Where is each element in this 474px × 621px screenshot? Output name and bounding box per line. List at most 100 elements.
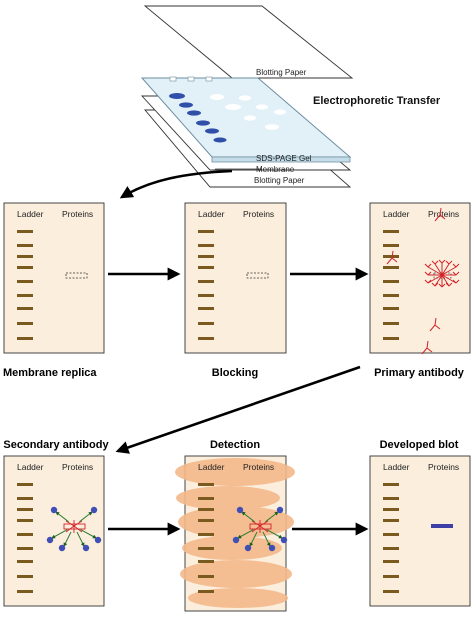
ladder-band <box>17 519 33 522</box>
ladder-band <box>198 547 214 550</box>
ladder-band <box>198 255 214 258</box>
enzyme-dot <box>90 506 98 514</box>
ladder-band <box>198 560 214 563</box>
panel-caption: Blocking <box>212 367 258 379</box>
primary-antibodies <box>251 520 269 533</box>
transfer-title: Electrophoretic Transfer <box>313 95 441 107</box>
membrane-panel <box>369 455 471 607</box>
ladder-header: Ladder <box>17 462 44 472</box>
membrane-label: Membrane <box>256 165 295 174</box>
proteins-header: Proteins <box>62 462 93 472</box>
arrow-transfer-to-replica <box>119 169 233 199</box>
ladder-band <box>198 307 214 310</box>
ladder-band <box>383 590 399 593</box>
enzyme-conjugates <box>46 506 102 552</box>
ladder-band <box>17 266 33 269</box>
ladder-band <box>198 244 214 247</box>
panel-caption: Developed blot <box>380 439 459 451</box>
ladder-band <box>17 547 33 550</box>
ladder-band <box>198 266 214 269</box>
panel-caption: Detection <box>210 439 260 451</box>
protein-band <box>249 523 272 530</box>
ladder-band <box>17 560 33 563</box>
ladder-bands <box>383 230 399 340</box>
ladder-band <box>17 497 33 500</box>
enzyme-conjugates <box>232 506 288 552</box>
membrane-panel <box>3 202 105 354</box>
bottom-blotting-paper-label: Blotting Paper <box>254 176 305 185</box>
proteins-header: Proteins <box>428 209 459 219</box>
enzyme-dot <box>276 506 284 514</box>
ladder-band <box>198 337 214 340</box>
ladder-band <box>17 483 33 486</box>
ladder-band <box>383 337 399 340</box>
ladder-band <box>383 560 399 563</box>
protein-band <box>63 523 86 530</box>
proteins-header: Proteins <box>62 209 93 219</box>
ladder-bands <box>383 483 399 593</box>
developed-protein-band <box>431 524 453 528</box>
ladder-bands <box>198 230 214 340</box>
ladder-band <box>383 255 399 258</box>
enzyme-dot <box>82 544 90 552</box>
enzyme-dot <box>232 536 240 544</box>
ladder-bands <box>198 483 214 593</box>
ladder-band <box>383 322 399 325</box>
panel-caption: Membrane replica <box>3 367 97 379</box>
ladder-band <box>383 244 399 247</box>
panel-6: Ladder Proteins Developed blot <box>369 439 471 607</box>
ladder-header: Ladder <box>17 209 44 219</box>
ladder-band <box>17 307 33 310</box>
proteins-header: Proteins <box>243 462 274 472</box>
ladder-band <box>17 294 33 297</box>
primary-antibodies <box>386 207 460 355</box>
ladder-band <box>17 244 33 247</box>
ladder-band <box>383 575 399 578</box>
enzyme-dot <box>94 536 102 544</box>
ladder-band <box>383 497 399 500</box>
ladder-header: Ladder <box>198 462 225 472</box>
protein-band <box>246 272 269 279</box>
ladder-band <box>198 294 214 297</box>
ladder-band <box>383 307 399 310</box>
arrow-primary-to-secondary <box>115 365 361 454</box>
secondary-antibodies <box>51 511 97 547</box>
membrane-panel <box>369 202 471 354</box>
membrane-panel <box>3 455 105 607</box>
ladder-band <box>198 230 214 233</box>
panel-5: Ladder Proteins Detection <box>175 439 295 612</box>
panel-caption: Primary antibody <box>374 367 465 379</box>
enzyme-dot <box>50 506 58 514</box>
ladder-header: Ladder <box>383 462 410 472</box>
gel-label: SDS-PAGE Gel <box>256 154 312 163</box>
ladder-band <box>383 280 399 283</box>
ladder-band <box>383 547 399 550</box>
ladder-band <box>198 508 214 511</box>
ladder-band <box>383 266 399 269</box>
ladder-band <box>17 255 33 258</box>
ladder-header: Ladder <box>198 209 225 219</box>
ladder-band <box>198 322 214 325</box>
ladder-band <box>383 508 399 511</box>
enzyme-dot <box>236 506 244 514</box>
gel-ladder-spots <box>169 93 227 143</box>
enzyme-dot <box>58 544 66 552</box>
enzyme-dot <box>280 536 288 544</box>
proteins-header: Proteins <box>428 462 459 472</box>
ladder-bands <box>17 483 33 593</box>
ladder-band <box>198 483 214 486</box>
ladder-band <box>17 590 33 593</box>
ladder-band <box>383 533 399 536</box>
ladder-header: Ladder <box>383 209 410 219</box>
ladder-band <box>383 230 399 233</box>
ladder-band <box>198 280 214 283</box>
enzyme-dot <box>268 544 276 552</box>
ladder-band <box>17 280 33 283</box>
transfer-stack: Blotting Paper Blotting Paper Membrane <box>140 5 441 188</box>
protein-band <box>65 272 88 279</box>
ladder-band <box>17 230 33 233</box>
